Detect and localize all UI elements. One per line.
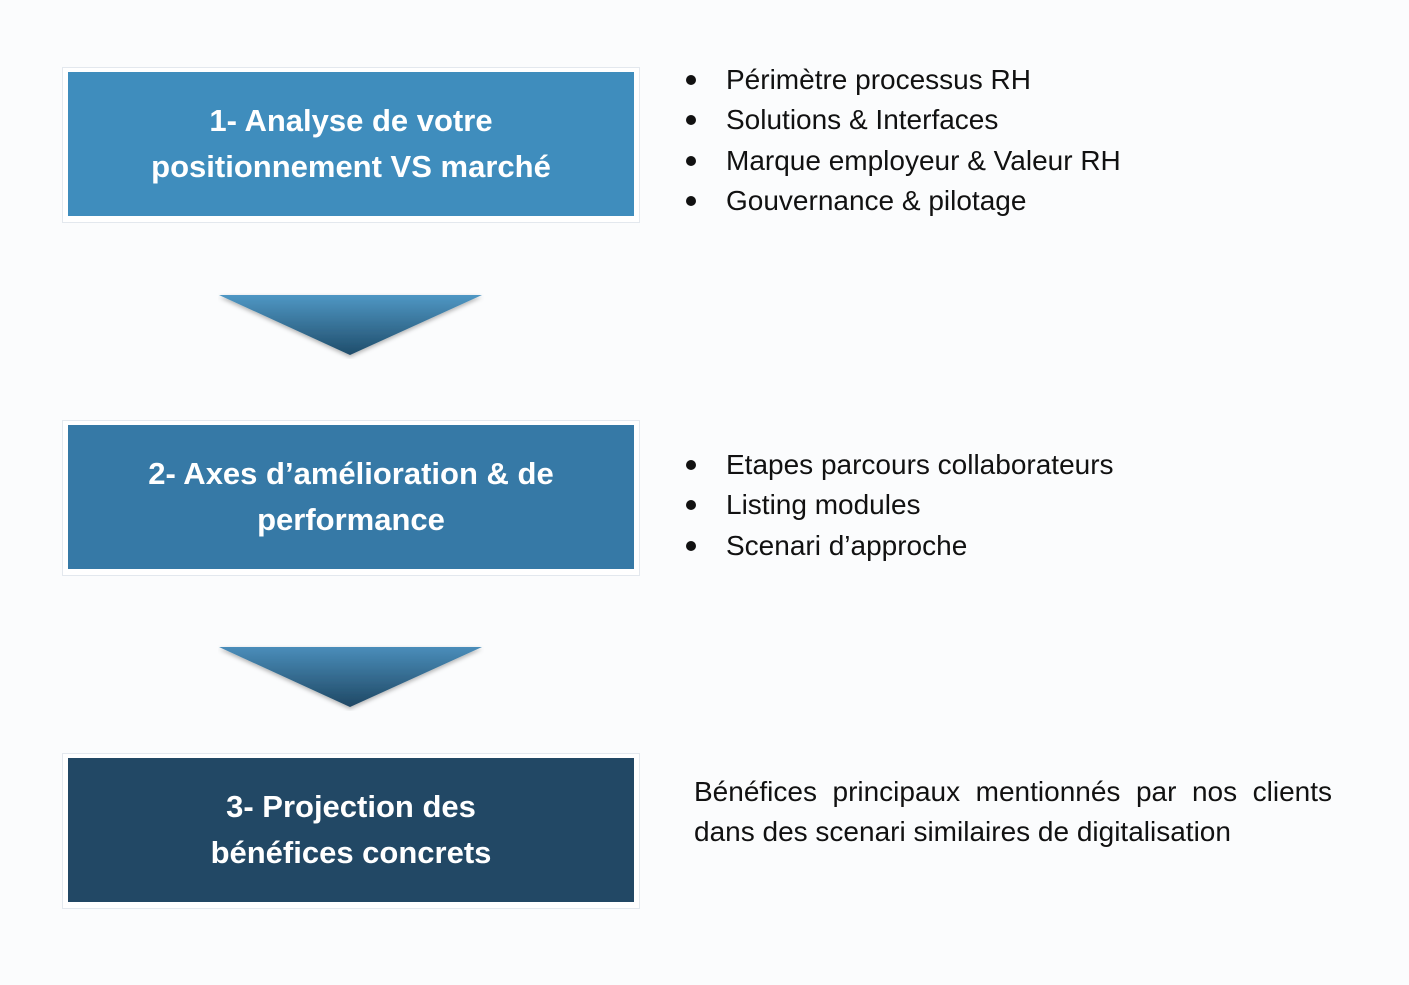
list-item-text: Gouvernance & pilotage — [726, 184, 1027, 216]
list-item: Scenari d’approche — [686, 526, 1114, 566]
list-item: Marque employeur & Valeur RH — [686, 141, 1121, 181]
bullet-dot-icon — [686, 195, 696, 206]
list-item-text: Listing modules — [726, 489, 921, 521]
list-item: Gouvernance & pilotage — [686, 181, 1121, 221]
list-item: Listing modules — [686, 485, 1114, 525]
bullet-dot-icon — [686, 460, 696, 470]
bullet-dot-icon — [686, 540, 696, 551]
list-item: Solutions & Interfaces — [686, 100, 1121, 140]
step-3-title: 3- Projection des bénéfices concrets — [211, 784, 492, 876]
step-3-title-line2: bénéfices concrets — [210, 835, 492, 870]
list-item: Périmètre processus RH — [686, 60, 1121, 100]
step-3-box: 3- Projection des bénéfices concrets — [68, 758, 634, 902]
list-item: Etapes parcours collaborateurs — [686, 445, 1114, 485]
step-1-title: 1- Analyse de votre positionnement VS ma… — [151, 98, 551, 190]
list-item-text: Scenari d’approche — [726, 529, 968, 561]
list-item-text: Marque employeur & Valeur RH — [726, 144, 1121, 176]
step-2-title-line1: 2- Axes d’amélioration & de — [148, 456, 554, 491]
step-2-frame: 2- Axes d’amélioration & de performance — [62, 420, 640, 576]
step-2-details: Etapes parcours collaborateurs Listing m… — [686, 445, 1114, 566]
step-2-box: 2- Axes d’amélioration & de performance — [68, 425, 634, 569]
step-2-title: 2- Axes d’amélioration & de performance — [148, 451, 553, 543]
list-item-text: Etapes parcours collaborateurs — [726, 449, 1114, 480]
bullet-dot-icon — [686, 115, 696, 126]
step-3-frame: 3- Projection des bénéfices concrets — [62, 753, 640, 909]
step-1-title-line2: positionnement VS marché — [151, 149, 551, 184]
step-1-frame: 1- Analyse de votre positionnement VS ma… — [62, 67, 640, 223]
step-3-details: Bénéfices principaux mentionnés par nos … — [694, 776, 1332, 847]
step-1-details: Périmètre processus RH Solutions & Inter… — [686, 60, 1121, 221]
bullet-dot-icon — [686, 155, 696, 166]
bullet-dot-icon — [686, 500, 696, 511]
list-item-text: Périmètre processus RH — [726, 64, 1031, 95]
step-1-title-line1: 1- Analyse de votre — [209, 103, 493, 138]
bullet-dot-icon — [686, 75, 696, 85]
chevron-down-icon — [219, 647, 482, 707]
step-1-box: 1- Analyse de votre positionnement VS ma… — [68, 72, 634, 216]
step-2-title-line2: performance — [257, 502, 445, 537]
chevron-down-icon — [219, 295, 482, 355]
step-3-title-line1: 3- Projection des — [226, 789, 476, 824]
list-item-text: Solutions & Interfaces — [726, 104, 999, 136]
